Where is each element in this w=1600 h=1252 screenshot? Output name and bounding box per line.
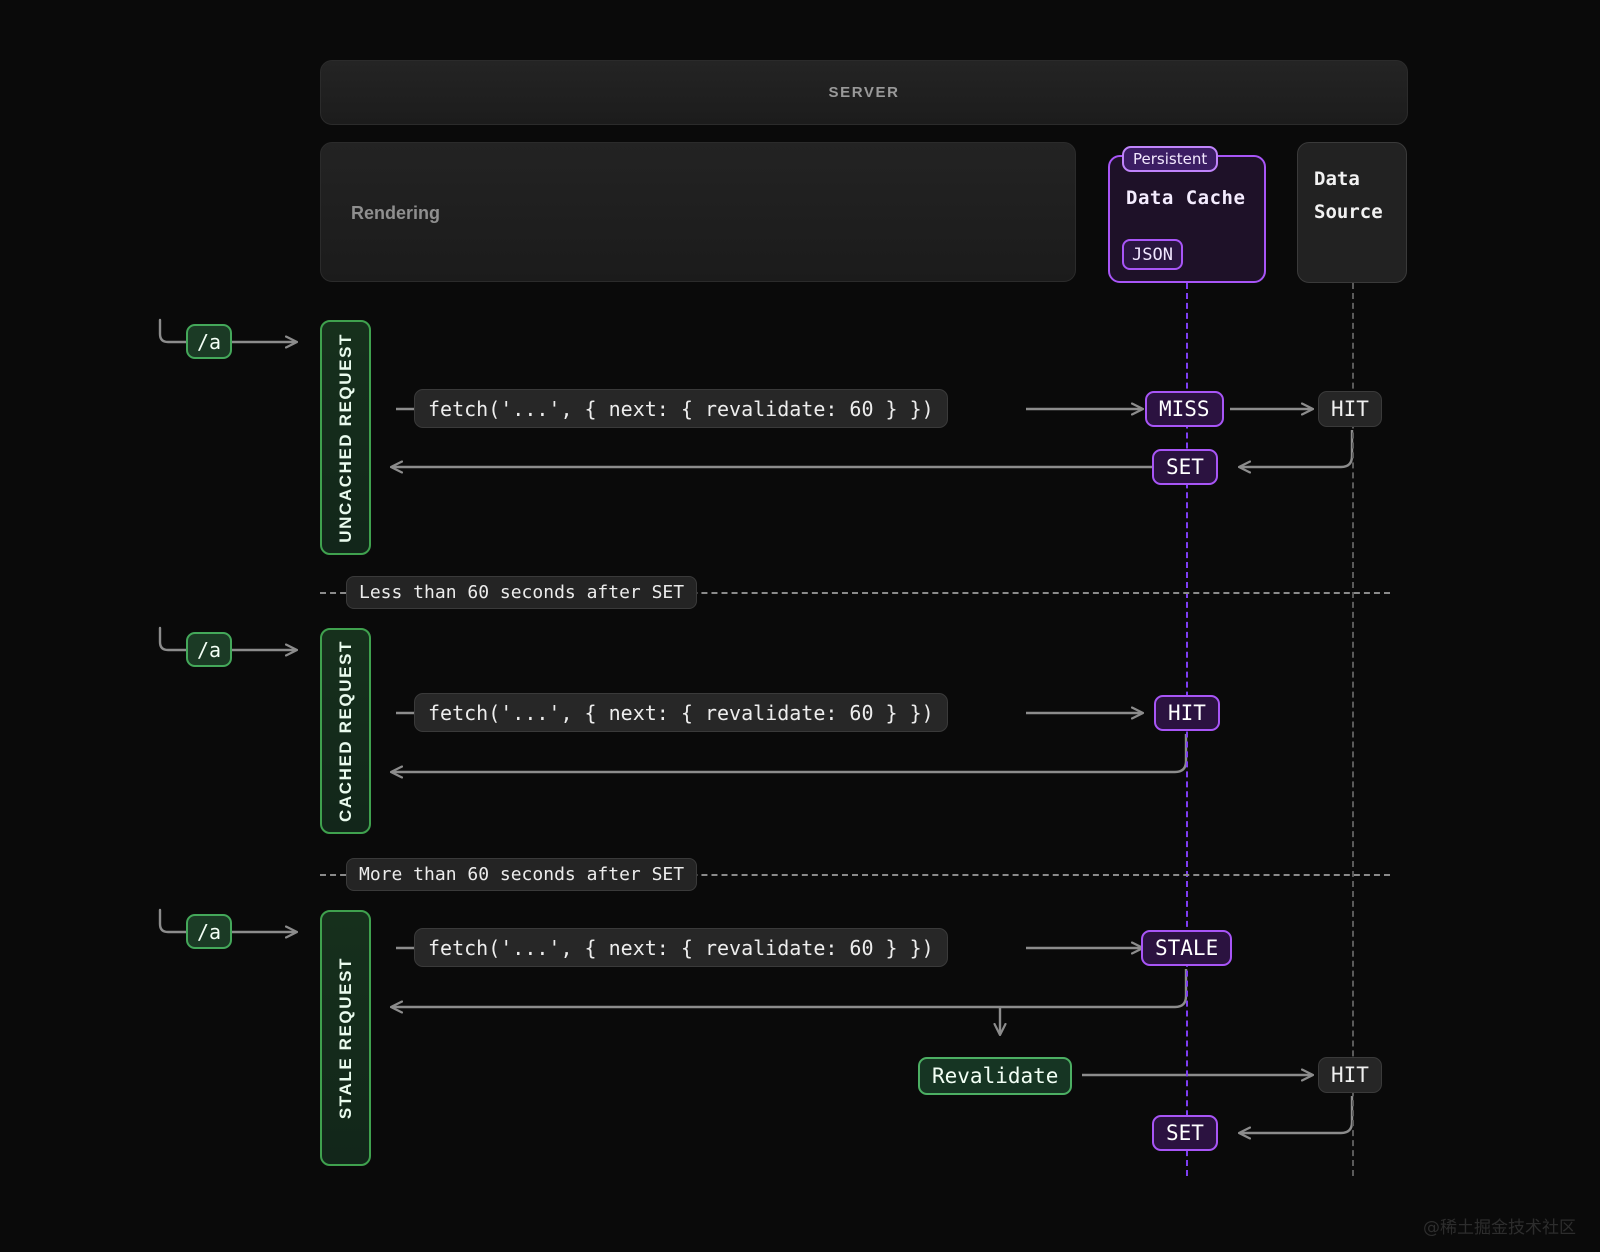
request-column-label: CACHED REQUEST bbox=[335, 639, 355, 823]
rendering-panel: Rendering bbox=[320, 142, 1076, 282]
cache-set-uncached: SET bbox=[1152, 449, 1218, 485]
data-source-title: Data Source bbox=[1314, 163, 1383, 229]
fetch-code-stale: fetch('...', { next: { revalidate: 60 } … bbox=[414, 928, 948, 967]
persistent-badge: Persistent bbox=[1122, 146, 1219, 172]
server-label: SERVER bbox=[828, 84, 900, 101]
divider-label-2: More than 60 seconds after SET bbox=[346, 858, 698, 891]
route-badge-cached[interactable]: /a bbox=[186, 632, 233, 667]
data-cache-title: Data Cache bbox=[1126, 187, 1246, 209]
divider-line-2 bbox=[320, 874, 1390, 876]
route-badge-label: /a bbox=[197, 637, 222, 662]
source-status-label: HIT bbox=[1331, 1063, 1369, 1087]
route-badge-label: /a bbox=[197, 919, 222, 944]
cache-set-label: SET bbox=[1166, 1121, 1204, 1145]
revalidate-badge: Revalidate bbox=[918, 1057, 1073, 1095]
fetch-code-text: fetch('...', { next: { revalidate: 60 } … bbox=[428, 700, 934, 725]
request-column-label: STALE REQUEST bbox=[335, 956, 355, 1120]
fetch-code-text: fetch('...', { next: { revalidate: 60 } … bbox=[428, 396, 934, 421]
cache-set-stale: SET bbox=[1152, 1115, 1218, 1151]
fetch-code-uncached: fetch('...', { next: { revalidate: 60 } … bbox=[414, 389, 948, 428]
route-badge-uncached[interactable]: /a bbox=[186, 324, 233, 359]
divider-line-1 bbox=[320, 592, 1390, 594]
watermark: @稀土掘金技术社区 bbox=[1423, 1213, 1576, 1238]
cache-status-stale: STALE bbox=[1141, 930, 1233, 966]
cache-status-label: STALE bbox=[1155, 936, 1219, 960]
cache-status-miss: MISS bbox=[1145, 391, 1224, 427]
cache-status-label: MISS bbox=[1159, 397, 1210, 421]
source-status-hit-stale: HIT bbox=[1318, 1057, 1382, 1093]
persistent-badge-label: Persistent bbox=[1133, 150, 1208, 168]
divider-label-1-text: Less than 60 seconds after SET bbox=[359, 582, 685, 603]
request-column-label: UNCACHED REQUEST bbox=[335, 332, 355, 543]
rendering-label: Rendering bbox=[351, 203, 441, 223]
data-source-lifeline bbox=[1352, 283, 1354, 1176]
fetch-code-cached: fetch('...', { next: { revalidate: 60 } … bbox=[414, 693, 948, 732]
divider-label-1: Less than 60 seconds after SET bbox=[346, 576, 698, 609]
cache-status-hit: HIT bbox=[1154, 695, 1220, 731]
cache-status-label: HIT bbox=[1168, 701, 1206, 725]
watermark-text: @稀土掘金技术社区 bbox=[1423, 1218, 1576, 1238]
source-status-hit-uncached: HIT bbox=[1318, 391, 1382, 427]
revalidate-label: Revalidate bbox=[932, 1064, 1059, 1088]
cache-set-label: SET bbox=[1166, 455, 1204, 479]
request-column-uncached: UNCACHED REQUEST bbox=[320, 320, 371, 555]
data-source-title-line2: Source bbox=[1314, 201, 1383, 223]
data-source-panel: Data Source bbox=[1297, 142, 1407, 283]
route-badge-label: /a bbox=[197, 329, 222, 354]
data-source-title-line1: Data bbox=[1314, 168, 1360, 190]
divider-label-2-text: More than 60 seconds after SET bbox=[359, 864, 685, 885]
route-badge-stale[interactable]: /a bbox=[186, 914, 233, 949]
json-badge-label: JSON bbox=[1132, 244, 1173, 265]
request-column-cached: CACHED REQUEST bbox=[320, 628, 371, 834]
json-badge: JSON bbox=[1122, 239, 1183, 270]
fetch-code-text: fetch('...', { next: { revalidate: 60 } … bbox=[428, 935, 934, 960]
request-column-stale: STALE REQUEST bbox=[320, 910, 371, 1166]
source-status-label: HIT bbox=[1331, 397, 1369, 421]
server-bar: SERVER bbox=[320, 60, 1408, 125]
